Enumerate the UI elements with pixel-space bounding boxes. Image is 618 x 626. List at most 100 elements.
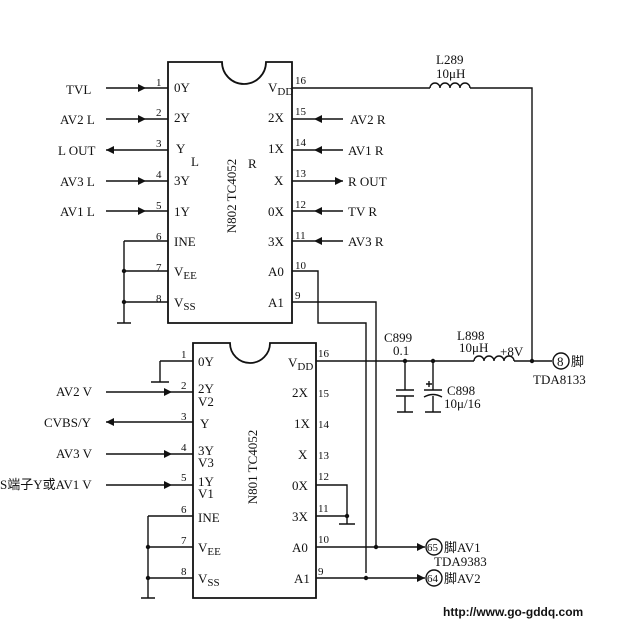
lower-signal-cvbs: CVBS/Y <box>44 415 92 430</box>
upper-signal-tvr: TV R <box>348 204 377 219</box>
tda9383-label: TDA9383 <box>434 554 487 569</box>
upper-pin13-num: 13 <box>295 168 307 180</box>
lower-left-wires <box>106 360 193 599</box>
lower-left-arrows <box>106 388 172 489</box>
upper-pin15-label: 2X <box>268 110 285 125</box>
junction-a0 <box>373 544 379 550</box>
tda9383-pin65-circle <box>425 538 443 556</box>
lower-pin1-label: 0Y <box>198 354 215 369</box>
upper-pin10-num: 10 <box>295 260 307 272</box>
tda9383-pin64-num: 64 <box>427 573 439 585</box>
lower-chip-body <box>192 342 317 599</box>
upper-pin9-num: 9 <box>295 290 301 302</box>
upper-a0-line <box>292 270 367 573</box>
upper-pin10-label: A0 <box>268 264 284 279</box>
lower-pin13-num: 13 <box>318 450 330 462</box>
lower-signal-s-av1v: S端子Y或AV1 V <box>0 477 92 492</box>
lower-pin6-label: INE <box>198 510 220 525</box>
upper-pin12-num: 12 <box>295 199 306 211</box>
upper-right-arrows <box>314 115 343 245</box>
upper-pin11-label: 3X <box>268 234 285 249</box>
lower-pin12-num: 12 <box>318 471 329 483</box>
upper-pin6-num: 6 <box>156 231 162 243</box>
upper-pin1-num: 1 <box>156 77 162 89</box>
lower-pin10-label: A0 <box>292 540 308 555</box>
lower-chip-name: N801 TC4052 <box>245 430 260 505</box>
l289-ref: L289 <box>436 52 463 67</box>
lower-pin8-num: 8 <box>181 566 187 578</box>
tda8133-pin-suffix: 脚 <box>571 354 584 369</box>
tda9383-pin64-label: 脚AV2 <box>444 571 481 586</box>
c898-value: 10μ/16 <box>444 396 481 411</box>
c899-capacitor <box>396 361 414 413</box>
junction-pin11 <box>344 513 350 519</box>
l289-value: 10μH <box>436 66 465 81</box>
upper-pin14-num: 14 <box>295 137 307 149</box>
lower-pin2-num: 2 <box>181 380 187 392</box>
tda9383-pin64-circle <box>425 569 443 587</box>
lower-pin10-num: 10 <box>318 534 330 546</box>
lower-pin12-label: 0X <box>292 478 309 493</box>
upper-junction-vss <box>121 299 127 305</box>
supply-rail-right <box>470 87 533 361</box>
upper-signal-tvl: TVL <box>66 82 91 97</box>
upper-pin7-num: 7 <box>156 262 162 274</box>
upper-pin16-num: 16 <box>295 75 307 87</box>
upper-chip-inner-l: L <box>191 154 199 169</box>
lower-pin11-num: 11 <box>318 503 329 515</box>
lower-pin3-num: 3 <box>181 411 187 423</box>
upper-pin5-num: 5 <box>156 200 162 212</box>
lower-pin7-num: 7 <box>181 535 187 547</box>
upper-signal-av2r: AV2 R <box>350 112 386 127</box>
c899-value: 0.1 <box>393 343 409 358</box>
upper-signal-av3l: AV3 L <box>60 174 95 189</box>
upper-pin4-label: 3Y <box>174 173 191 188</box>
lower-pin15-num: 15 <box>318 388 330 400</box>
lower-pin16-num: 16 <box>318 348 330 360</box>
lower-pin5-label2: V1 <box>198 486 214 501</box>
upper-pin3-label: Y <box>176 141 186 156</box>
upper-pin8-num: 8 <box>156 293 162 305</box>
tda9383-pin65-num: 65 <box>427 542 439 554</box>
upper-pin1-label: 0Y <box>174 80 191 95</box>
watermark-url: http://www.go-gddq.com <box>443 605 583 619</box>
upper-pin4-num: 4 <box>156 169 162 181</box>
tda9383-pin65-label: 脚AV1 <box>444 540 481 555</box>
upper-signal-av1l: AV1 L <box>60 204 95 219</box>
lower-pin14-num: 14 <box>318 419 330 431</box>
lower-pin5-num: 5 <box>181 472 187 484</box>
supply-voltage: +8V <box>500 344 524 359</box>
upper-left-arrows <box>106 84 146 215</box>
lower-pin6-num: 6 <box>181 504 187 516</box>
upper-pin13-label: X <box>274 173 284 188</box>
control-arrows <box>417 543 425 582</box>
upper-pin2-label: 2Y <box>174 110 191 125</box>
lower-pin4-num: 4 <box>181 442 187 454</box>
upper-pin9-label: A1 <box>268 295 284 310</box>
lower-junction-vee <box>145 544 151 550</box>
lower-signal-av2v: AV2 V <box>56 384 93 399</box>
junction-rail <box>529 358 535 364</box>
lower-pin9-label: A1 <box>294 571 310 586</box>
lower-pin5-label: 1Y <box>198 474 215 489</box>
upper-pin5-label: 1Y <box>174 204 191 219</box>
lower-pin9-num: 9 <box>318 566 324 578</box>
lower-pin11-label: 3X <box>292 509 309 524</box>
lower-pin15-label: 2X <box>292 385 309 400</box>
upper-pin15-num: 15 <box>295 106 307 118</box>
upper-signal-lout: L OUT <box>58 143 95 158</box>
lower-pin2-label2: V2 <box>198 394 214 409</box>
tda8133-pin-num: 8 <box>557 354 564 369</box>
upper-pin11-num: 11 <box>295 230 306 242</box>
l898-inductor <box>473 355 515 362</box>
lower-junction-vss <box>145 575 151 581</box>
l898-value: 10μH <box>459 340 488 355</box>
upper-pin14-label: 1X <box>268 141 285 156</box>
lower-pin13-label: X <box>298 447 308 462</box>
tda8133-label: TDA8133 <box>533 372 586 387</box>
upper-signal-av1r: AV1 R <box>348 143 384 158</box>
lower-pin4-label: 3Y <box>198 443 215 458</box>
upper-chip-name: N802 TC4052 <box>224 159 239 234</box>
